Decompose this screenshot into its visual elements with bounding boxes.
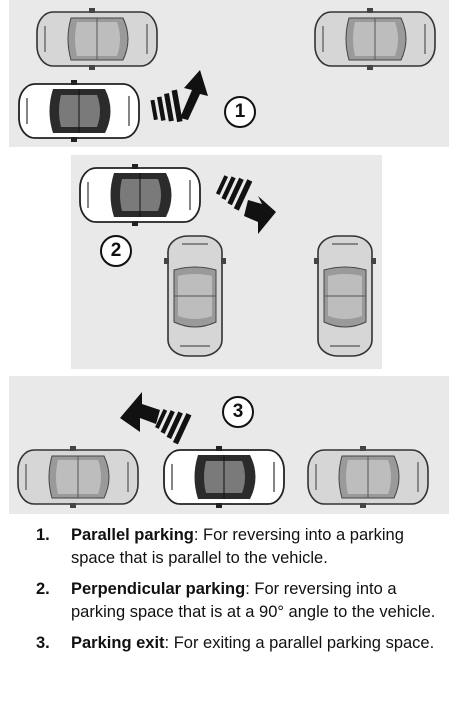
marker-2: 2	[100, 235, 132, 267]
active-car-perpendicular	[79, 163, 201, 227]
legend-number: 3.	[36, 634, 50, 652]
legend-term: Perpendicular parking	[71, 580, 246, 598]
parked-car-exit-right	[307, 445, 429, 509]
legend-number: 2.	[36, 580, 50, 598]
arrow-parking-exit	[120, 392, 192, 445]
legend-term: Parallel parking	[71, 526, 194, 544]
arrow-perpendicular-reverse	[213, 169, 276, 234]
legend-item-parking-exit: 3. Parking exit: For exiting a parallel …	[36, 632, 436, 655]
legend-description: : For reversing into a parking space tha…	[71, 580, 436, 621]
parked-car-exit-left	[17, 445, 139, 509]
parked-car-front-left	[36, 7, 158, 71]
legend-term: Parking exit	[71, 634, 165, 652]
active-car-exit	[163, 445, 285, 509]
legend-description: : For exiting a parallel parking space.	[164, 634, 435, 652]
marker-3: 3	[222, 396, 254, 428]
active-car-parallel	[18, 79, 140, 143]
legend-list: 1. Parallel parking: For reversing into …	[36, 524, 436, 663]
legend-item-perpendicular-parking: 2. Perpendicular parking: For reversing …	[36, 578, 436, 624]
parked-car-bay-right	[313, 235, 377, 357]
marker-1: 1	[224, 96, 256, 128]
legend-item-parallel-parking: 1. Parallel parking: For reversing into …	[36, 524, 436, 570]
arrow-parallel-reverse	[149, 70, 208, 127]
legend-number: 1.	[36, 526, 50, 544]
legend-description: : For reversing into a parking space tha…	[71, 526, 404, 567]
parking-illustration	[17, 7, 436, 509]
parked-car-bay-left	[163, 235, 227, 357]
parked-car-front-right	[314, 7, 436, 71]
